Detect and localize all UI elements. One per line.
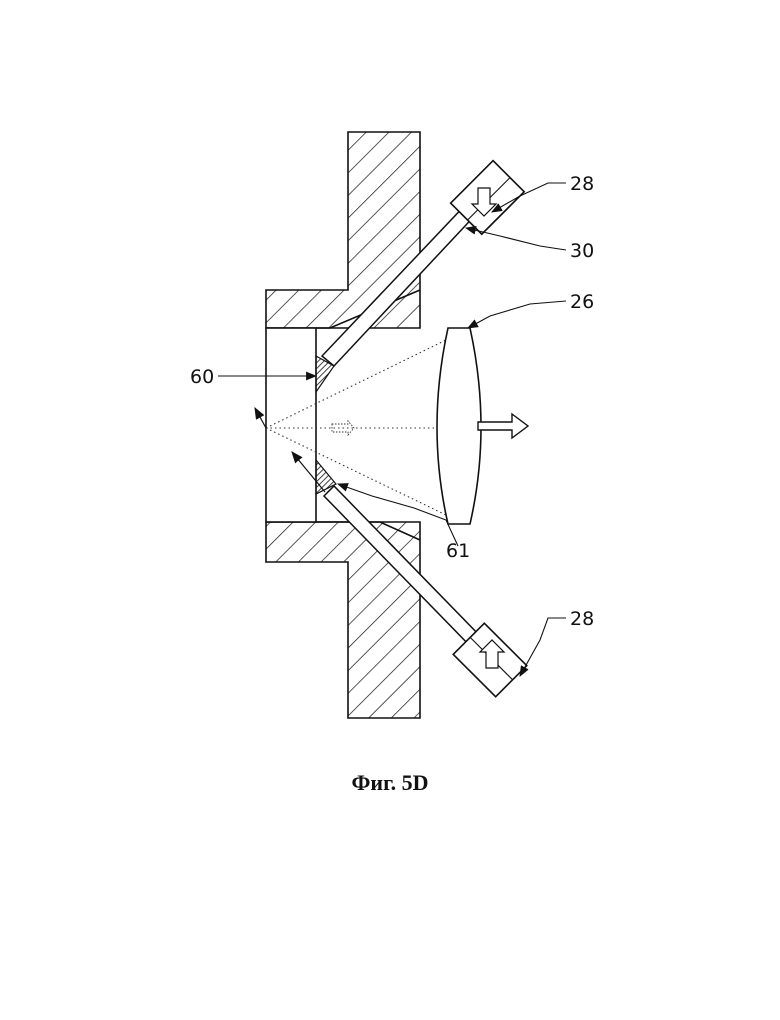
label-30: 30: [570, 240, 594, 262]
leader-28-bottom: [520, 618, 566, 676]
output-arrow-icon: [478, 414, 528, 438]
leader-30: [466, 228, 566, 250]
lens-26: [437, 328, 481, 524]
label-60: 60: [190, 366, 214, 388]
leader-26: [468, 301, 566, 328]
label-61: 61: [446, 540, 470, 562]
reflected-ray-up: [255, 408, 266, 428]
label-28-top: 28: [570, 173, 594, 195]
label-26: 26: [570, 291, 594, 313]
window-block: [266, 328, 316, 522]
label-28-bottom: 28: [570, 608, 594, 630]
figure-caption: Фиг. 5D: [0, 770, 780, 796]
